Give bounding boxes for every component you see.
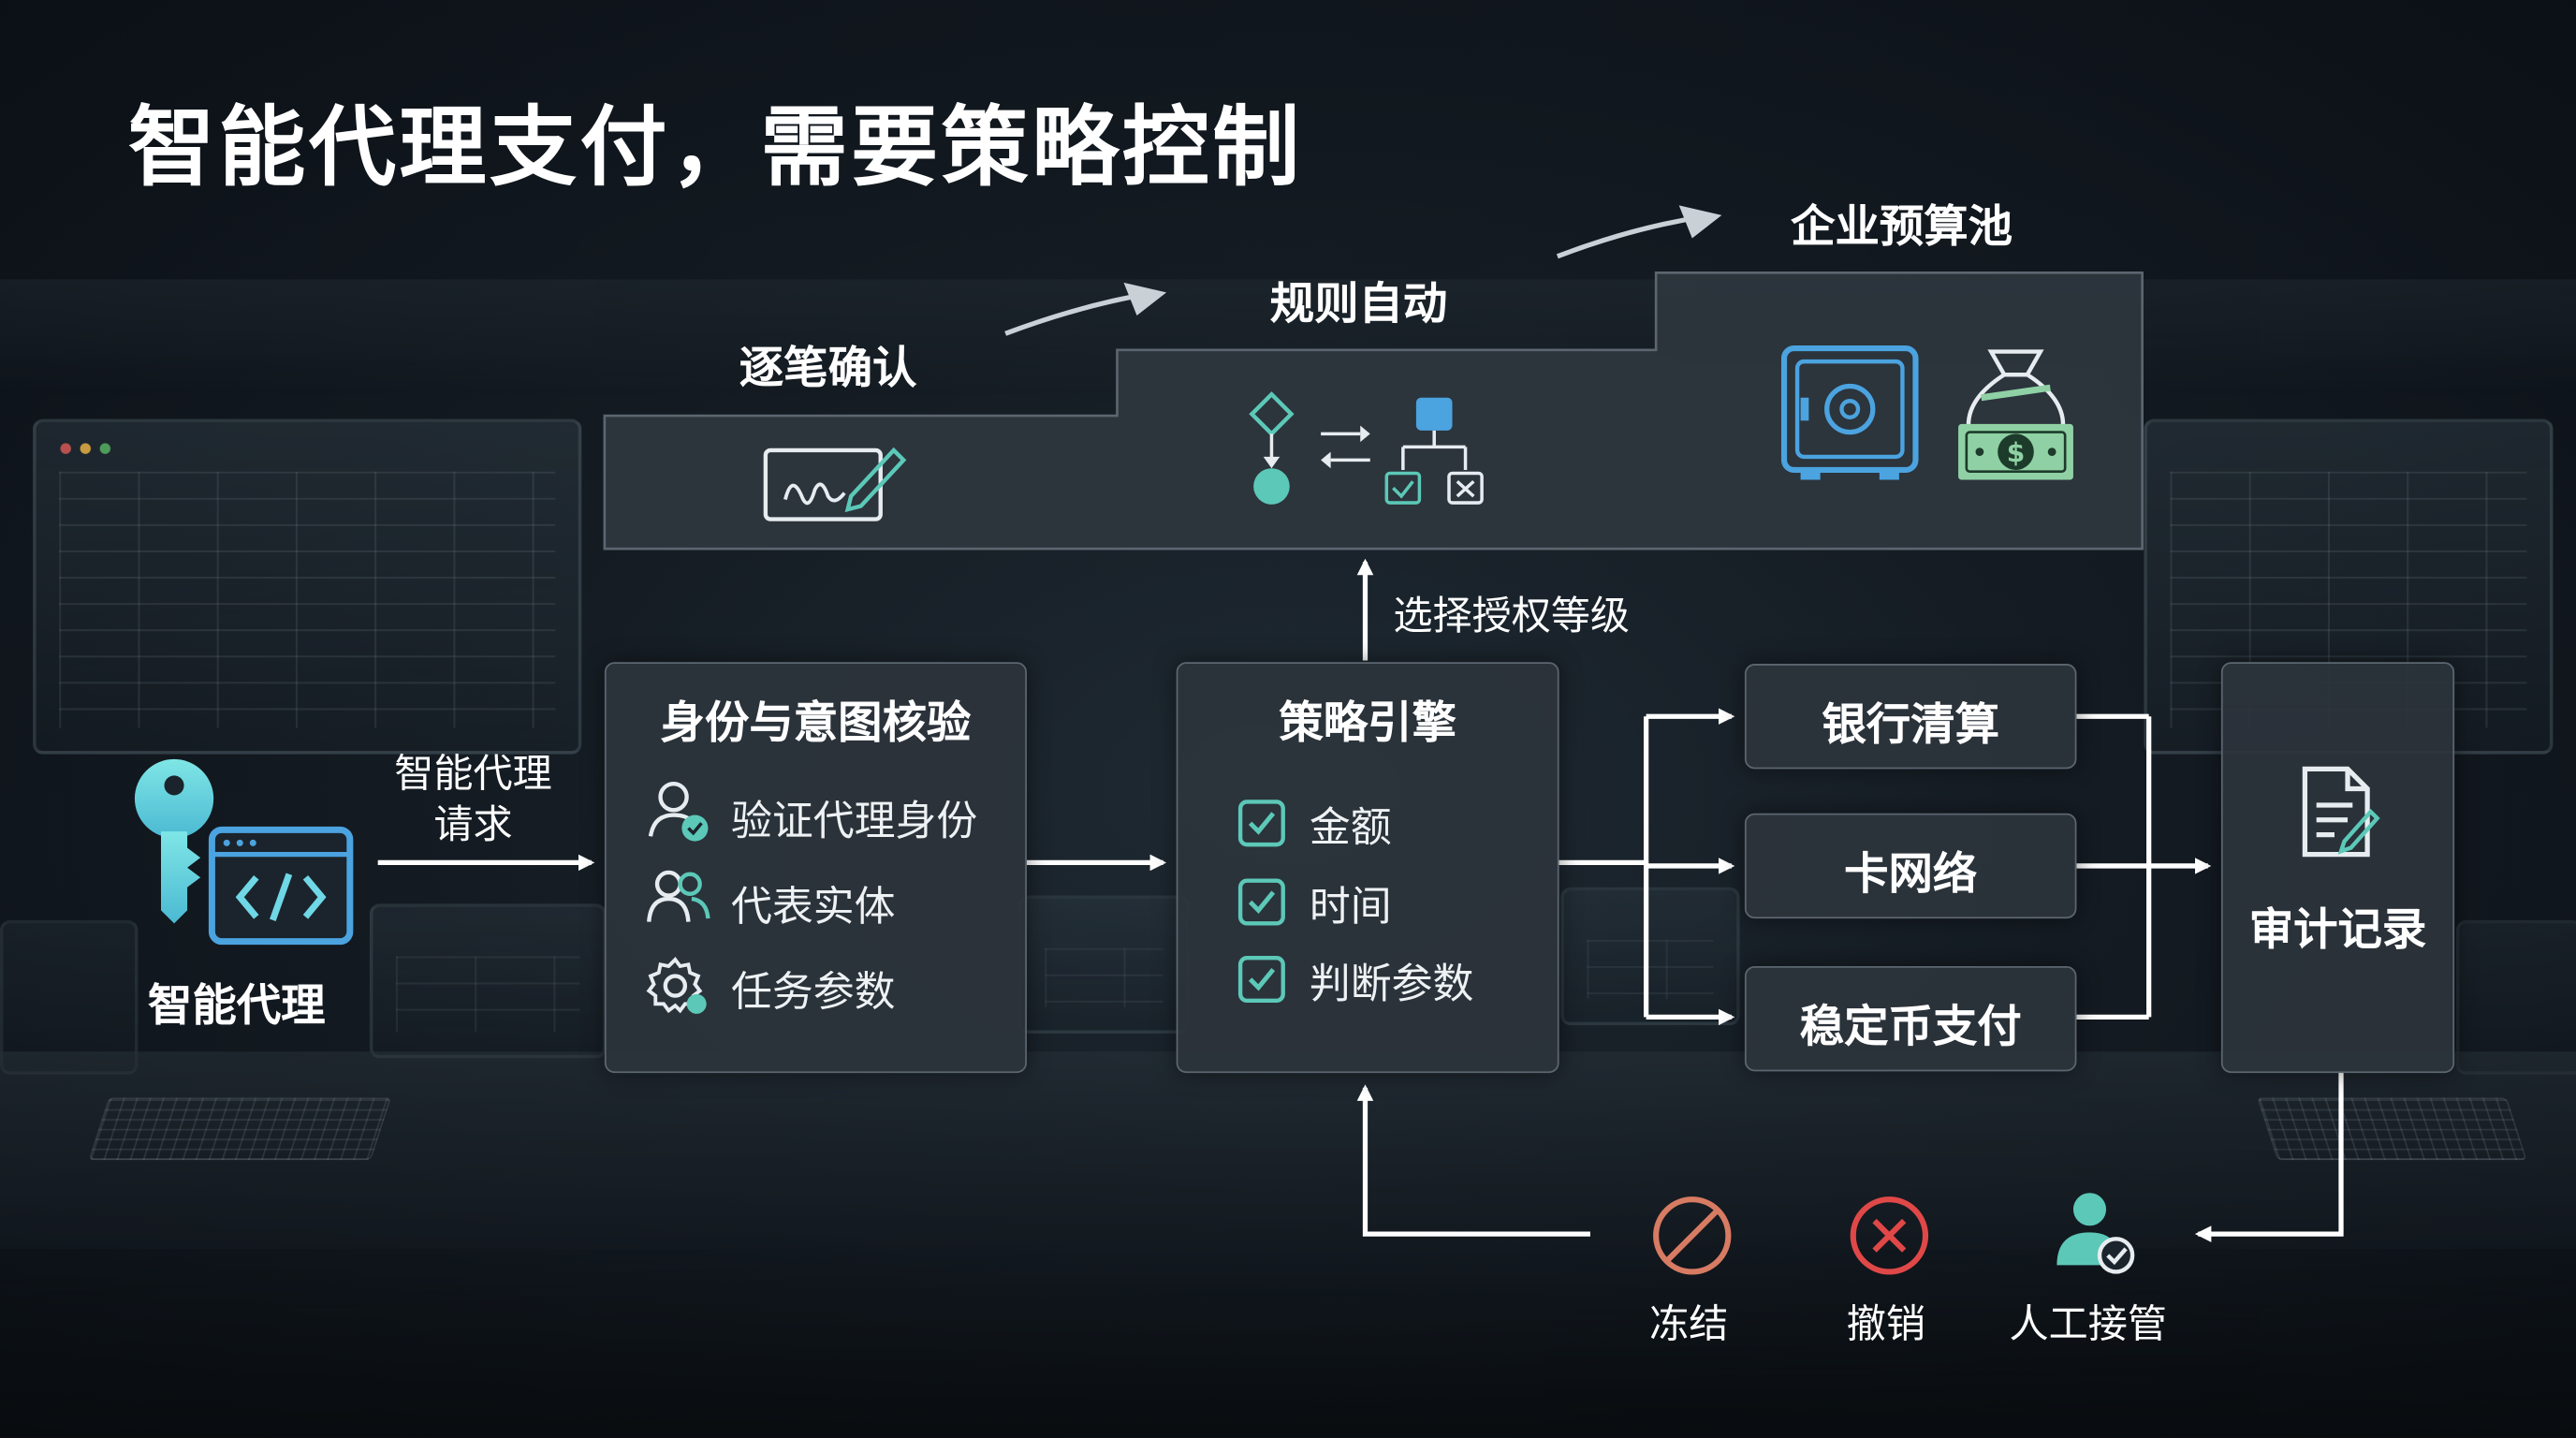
- check-icon-amount: [1237, 800, 1285, 847]
- select-auth-label: 选择授权等级: [1393, 593, 1631, 639]
- policy-title: 策略引擎: [1279, 697, 1456, 750]
- bg-monitor-grid: [1045, 947, 1164, 1007]
- policy-item-judgement: 判断参数: [1309, 959, 1474, 1007]
- tier-arrow-2-head: [1678, 205, 1722, 239]
- identity-title: 身份与意图核验: [660, 697, 972, 750]
- arrow-audit-down: [2194, 1071, 2344, 1242]
- policy-box: 策略引擎 金额 时间 判断参数: [1176, 662, 1559, 1074]
- freeze-icon[interactable]: [1649, 1193, 1734, 1278]
- check-icon-time: [1237, 878, 1285, 926]
- bg-monitor-left-2: [369, 903, 607, 1059]
- tier-label-pool: 企业预算池: [1791, 201, 2012, 254]
- verify-user-icon: [648, 781, 709, 842]
- takeover-label[interactable]: 人工接管: [2009, 1301, 2167, 1348]
- tier-panel-shape: [603, 271, 2144, 550]
- bg-monitor-center-2: [1560, 887, 1740, 1026]
- key-icon: [134, 758, 214, 924]
- rail-card-label: 卡网络: [1844, 849, 1978, 901]
- audit-document-icon: [2302, 766, 2380, 858]
- agent-label: 智能代理: [147, 980, 326, 1033]
- identity-item-params: 任务参数: [731, 967, 896, 1016]
- policy-item-time: 时间: [1309, 882, 1392, 931]
- bg-monitor-grid: [1587, 939, 1714, 1000]
- window-dots: [59, 442, 125, 456]
- bg-desk: [0, 1051, 2576, 1249]
- rail-bank-box: 银行清算: [1744, 664, 2077, 770]
- bg-monitor-left: [33, 418, 582, 755]
- identity-box: 身份与意图核验 验证代理身份 代表实体 任务参数: [604, 662, 1027, 1074]
- revoke-icon[interactable]: [1847, 1193, 1932, 1278]
- tier-label-per-tx: 逐笔确认: [739, 343, 917, 395]
- represent-entity-icon: [647, 870, 710, 922]
- rules-flow-icon: [1249, 391, 1484, 505]
- safe-icon: [1780, 345, 1919, 480]
- rail-bank-label: 银行清算: [1822, 699, 1999, 752]
- money-bag-icon: $: [1958, 349, 2073, 480]
- check-icon-judgement: [1237, 956, 1285, 1004]
- tier-label-rules: 规则自动: [1269, 279, 1448, 330]
- tier-arrow-1-head: [1123, 282, 1167, 315]
- identity-item-verify: 验证代理身份: [731, 797, 978, 845]
- bg-monitor-right-2: [2455, 919, 2576, 1075]
- bg-floor: [0, 1248, 2576, 1438]
- audit-title: 审计记录: [2248, 905, 2427, 957]
- bg-monitor-center: [1018, 895, 1190, 1034]
- bg-monitor-grid: [395, 956, 580, 1033]
- identity-item-entity: 代表实体: [731, 882, 896, 931]
- freeze-label[interactable]: 冻结: [1649, 1301, 1729, 1348]
- task-gear-icon: [646, 957, 707, 1014]
- signature-icon: [763, 447, 907, 521]
- bg-monitor-grid: [59, 471, 556, 728]
- rail-stablecoin-box: 稳定币支付: [1744, 965, 2077, 1072]
- rail-card-box: 卡网络: [1744, 813, 2077, 919]
- arrow-feedback: [1356, 1084, 1590, 1237]
- takeover-user-icon[interactable]: [2050, 1186, 2142, 1278]
- revoke-label[interactable]: 撤销: [1846, 1301, 1925, 1348]
- code-window-icon: [208, 826, 354, 946]
- page-title: 智能代理支付，需要策略控制: [127, 98, 1303, 199]
- policy-item-amount: 金额: [1309, 803, 1392, 852]
- agent-request-label: 智能代理请求: [394, 751, 552, 848]
- rail-stablecoin-label: 稳定币支付: [1799, 1002, 2022, 1054]
- audit-box: 审计记录: [2220, 662, 2455, 1074]
- svg-text:$: $: [2007, 437, 2026, 468]
